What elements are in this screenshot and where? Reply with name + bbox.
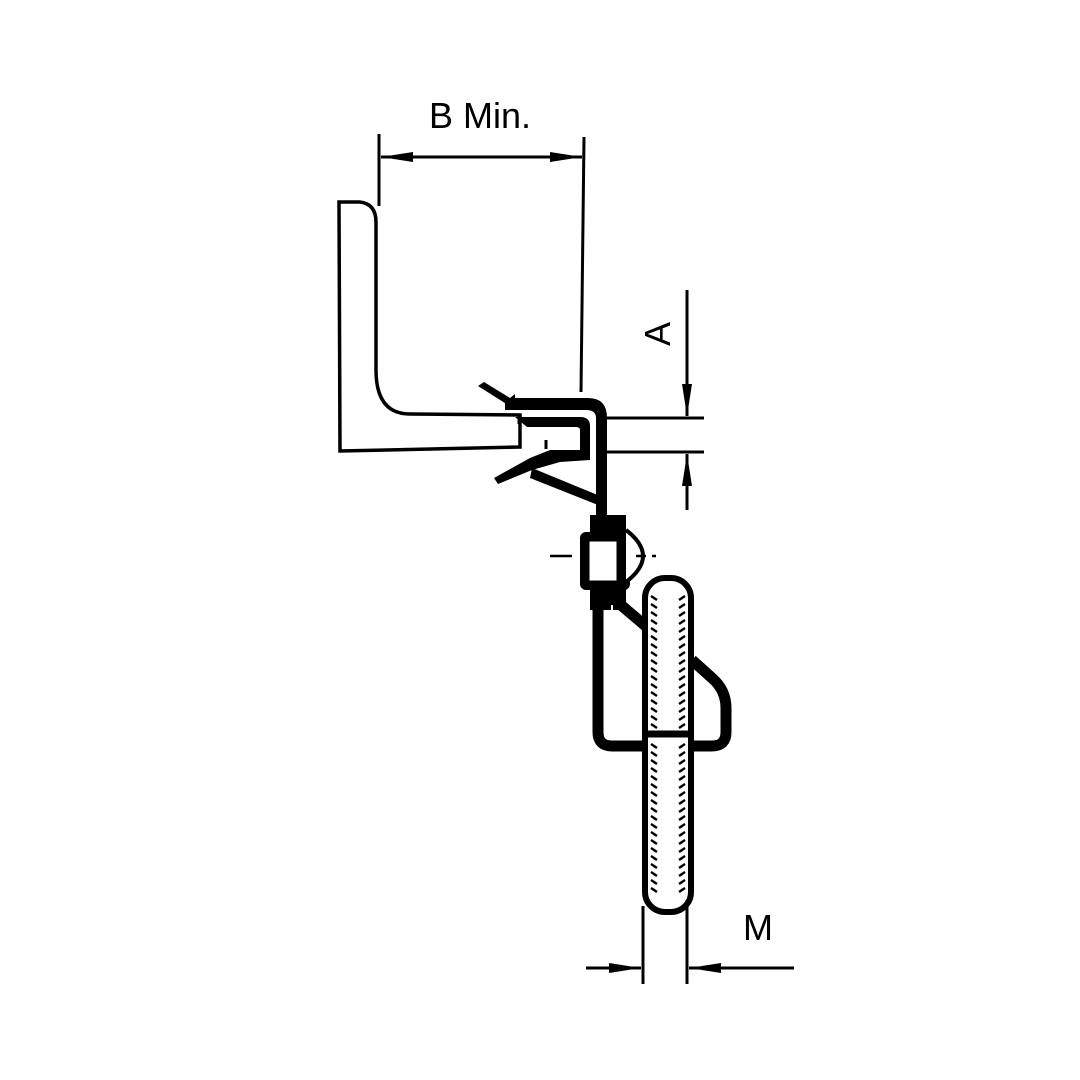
- thread-tick: [650, 814, 686, 822]
- thread-tick: [650, 886, 686, 894]
- dimension-m: M: [586, 900, 794, 984]
- thread-tick: [650, 610, 686, 618]
- pivot-nut: [550, 515, 656, 610]
- dimension-m-label: M: [743, 907, 773, 948]
- thread-tick: [650, 838, 686, 846]
- thread-tick: [650, 722, 686, 730]
- thread-tick: [650, 698, 686, 706]
- thread-tick: [650, 742, 686, 750]
- dimension-b-min: B Min.: [377, 95, 586, 393]
- dimension-b-label: B Min.: [429, 95, 531, 136]
- thread-tick: [650, 830, 686, 838]
- thread-tick: [650, 634, 686, 642]
- thread-tick: [650, 594, 686, 602]
- spring-clip: [478, 382, 607, 520]
- thread-tick: [650, 714, 686, 722]
- thread-tick: [650, 626, 686, 634]
- thread-tick: [650, 806, 686, 814]
- thread-tick: [650, 658, 686, 666]
- thread-tick: [650, 846, 686, 854]
- thread-tick: [650, 674, 686, 682]
- thread-tick: [650, 618, 686, 626]
- thread-tick: [650, 758, 686, 766]
- thread-tick: [650, 706, 686, 714]
- thread-tick: [650, 862, 686, 870]
- thread-tick: [650, 602, 686, 610]
- thread-tick: [650, 666, 686, 674]
- thread-tick: [650, 750, 686, 758]
- thread-tick: [650, 766, 686, 774]
- thread-tick: [650, 878, 686, 886]
- thread-tick: [650, 854, 686, 862]
- thread-tick: [650, 782, 686, 790]
- thread-tick: [650, 790, 686, 798]
- thread-tick: [650, 650, 686, 658]
- threaded-stud: [642, 575, 694, 915]
- thread-tick: [650, 822, 686, 830]
- thread-tick: [650, 870, 686, 878]
- thread-tick: [650, 774, 686, 782]
- thread-tick: [650, 642, 686, 650]
- dimension-a-label: A: [637, 322, 678, 346]
- l-shaped-plate: [337, 200, 522, 453]
- dimension-a: A: [598, 290, 704, 510]
- thread-tick: [650, 682, 686, 690]
- thread-tick: [650, 798, 686, 806]
- stud-threads: [650, 594, 686, 894]
- thread-tick: [650, 690, 686, 698]
